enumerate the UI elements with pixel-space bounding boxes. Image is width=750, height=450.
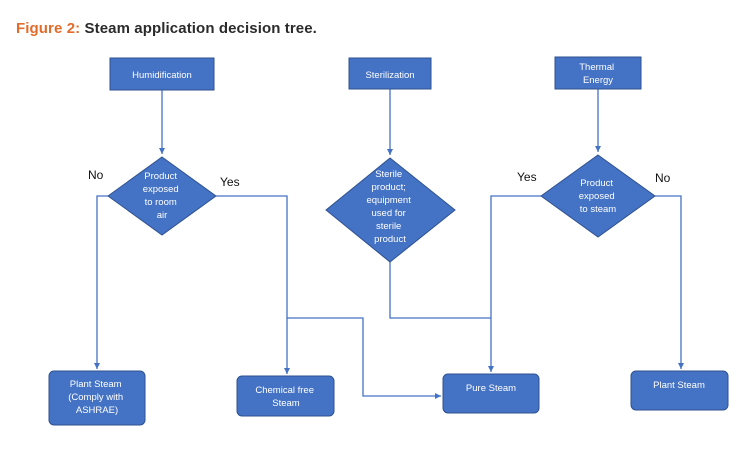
plant-steam-box: Plant Steam [630, 370, 729, 411]
sterilization-label: Sterilization [365, 70, 414, 81]
humidification-box: Humidification [109, 57, 215, 91]
sterilization-box: Sterilization [348, 57, 432, 90]
edge-merge-to-pure [287, 317, 441, 399]
decision-room-air: Product exposed to room air [107, 156, 217, 236]
edge-d3-no [655, 195, 684, 369]
edge-d2-to-pure [389, 262, 491, 319]
thermal-energy-label: Thermal Energy [579, 62, 616, 86]
label-d3-yes: Yes [517, 170, 537, 184]
decision-steam-exposure: Product exposed to steam [540, 154, 656, 238]
edge-d3-yes [488, 195, 541, 372]
pure-steam-label: Pure Steam [466, 383, 516, 394]
label-d1-yes: Yes [220, 175, 240, 189]
figure-title: Steam application decision tree. [80, 20, 317, 37]
humidification-label: Humidification [132, 70, 192, 81]
label-d1-no: No [88, 168, 104, 182]
decision-sterile-product: Sterile product; equipment used for ster… [325, 157, 456, 263]
pure-steam-box: Pure Steam [442, 373, 540, 414]
figure-number: Figure 2: [16, 20, 81, 37]
thermal-energy-box: Thermal Energy [554, 56, 642, 90]
plant-steam-ashrae-label: Plant Steam (Comply with ASHRAE) [68, 379, 126, 416]
chemical-free-steam-label: Chemical free Steam [255, 385, 316, 409]
decision-room-air-label: Product exposed to room air [143, 171, 182, 221]
edge-d1-yes [216, 195, 290, 374]
chemical-free-steam-box: Chemical free Steam [236, 375, 335, 417]
decision-steam-exposure-label: Product exposed to steam [579, 178, 618, 215]
label-d3-no: No [655, 171, 671, 185]
plant-steam-label: Plant Steam [653, 380, 705, 391]
edge-d1-no [94, 195, 108, 369]
plant-steam-ashrae-box: Plant Steam (Comply with ASHRAE) [48, 370, 146, 426]
figure-caption: Figure 2: Steam application decision tre… [16, 20, 317, 37]
decision-sterile-product-label: Sterile product; equipment used for ster… [366, 169, 413, 245]
connectors [94, 89, 684, 399]
